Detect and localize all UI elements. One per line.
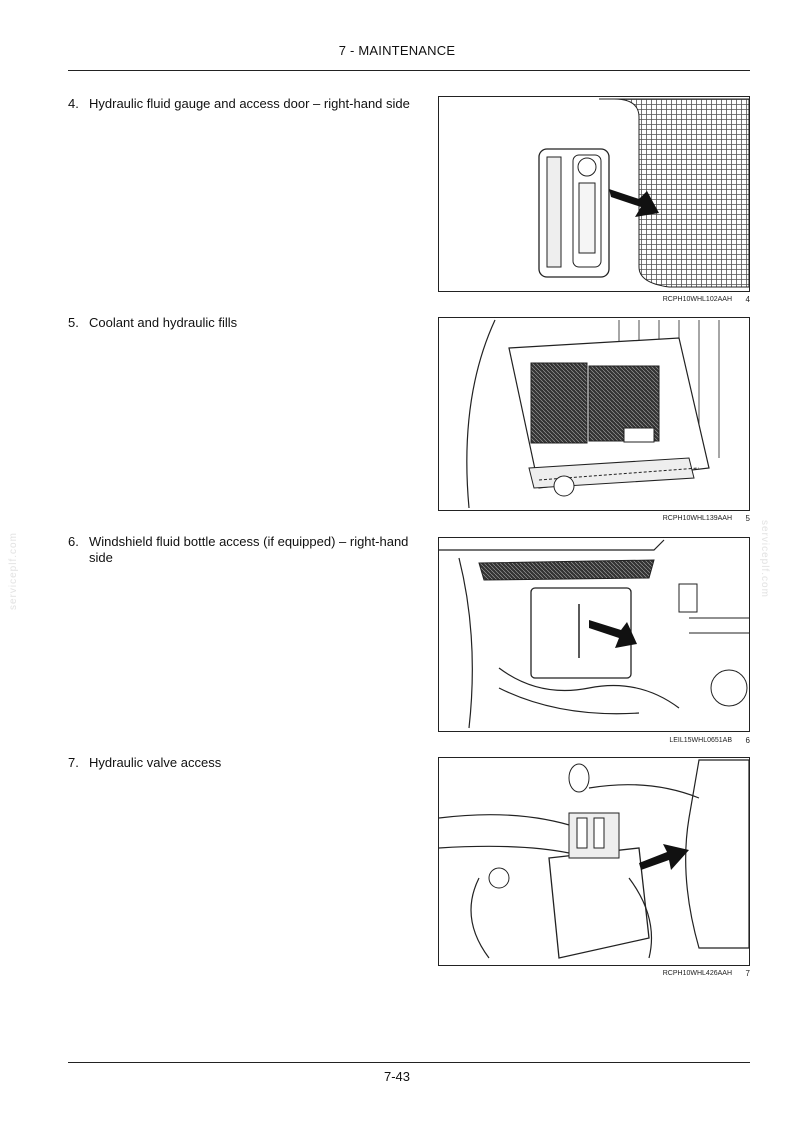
figure-number: 5 (745, 514, 750, 523)
figure-illustration-6 (439, 539, 749, 729)
maintenance-item-6: 6. Windshield fluid bottle access (if eq… (68, 534, 418, 566)
page-number: 7-43 (383, 1069, 411, 1084)
maintenance-item-5: 5. Coolant and hydraulic fills (68, 315, 418, 331)
item-text: Windshield fluid bottle access (if equip… (89, 534, 409, 565)
footer-rule (68, 1062, 750, 1063)
item-text: Hydraulic valve access (89, 755, 222, 770)
figure-code: RCPH10WHL102AAH (662, 296, 732, 303)
watermark-left: serviceplf.com (8, 532, 19, 610)
item-text: Hydraulic fluid gauge and access door – … (89, 96, 410, 111)
item-text: Coolant and hydraulic fills (89, 315, 238, 330)
figure-illustration-5 (466, 319, 720, 509)
item-number: 4. (68, 96, 79, 111)
figure-code: RCPH10WHL139AAH (662, 515, 732, 522)
figure-code: LEIL15WHL0651AB (669, 737, 732, 744)
figure-coolant-hydraulic-fills (438, 317, 750, 511)
maintenance-item-7: 7. Hydraulic valve access (68, 755, 418, 771)
maintenance-item-4: 4. Hydraulic fluid gauge and access door… (68, 96, 418, 112)
figure-number: 7 (745, 969, 750, 978)
item-number: 5. (68, 315, 79, 330)
figure-hydraulic-valve (438, 757, 750, 966)
figure-windshield-fluid-bottle (438, 537, 750, 732)
item-number: 6. (68, 534, 79, 549)
figure-illustration-7 (439, 759, 749, 959)
watermark-right: serviceplf.com (759, 520, 770, 598)
header-rule (68, 70, 750, 71)
figure-number: 6 (745, 736, 750, 745)
item-number: 7. (68, 755, 79, 770)
figure-number: 4 (745, 295, 750, 304)
figure-code: RCPH10WHL426AAH (662, 970, 732, 977)
figure-illustration-4 (538, 98, 749, 288)
figure-hydraulic-gauge (438, 96, 750, 292)
page-header-title: 7 - MAINTENANCE (338, 43, 456, 58)
